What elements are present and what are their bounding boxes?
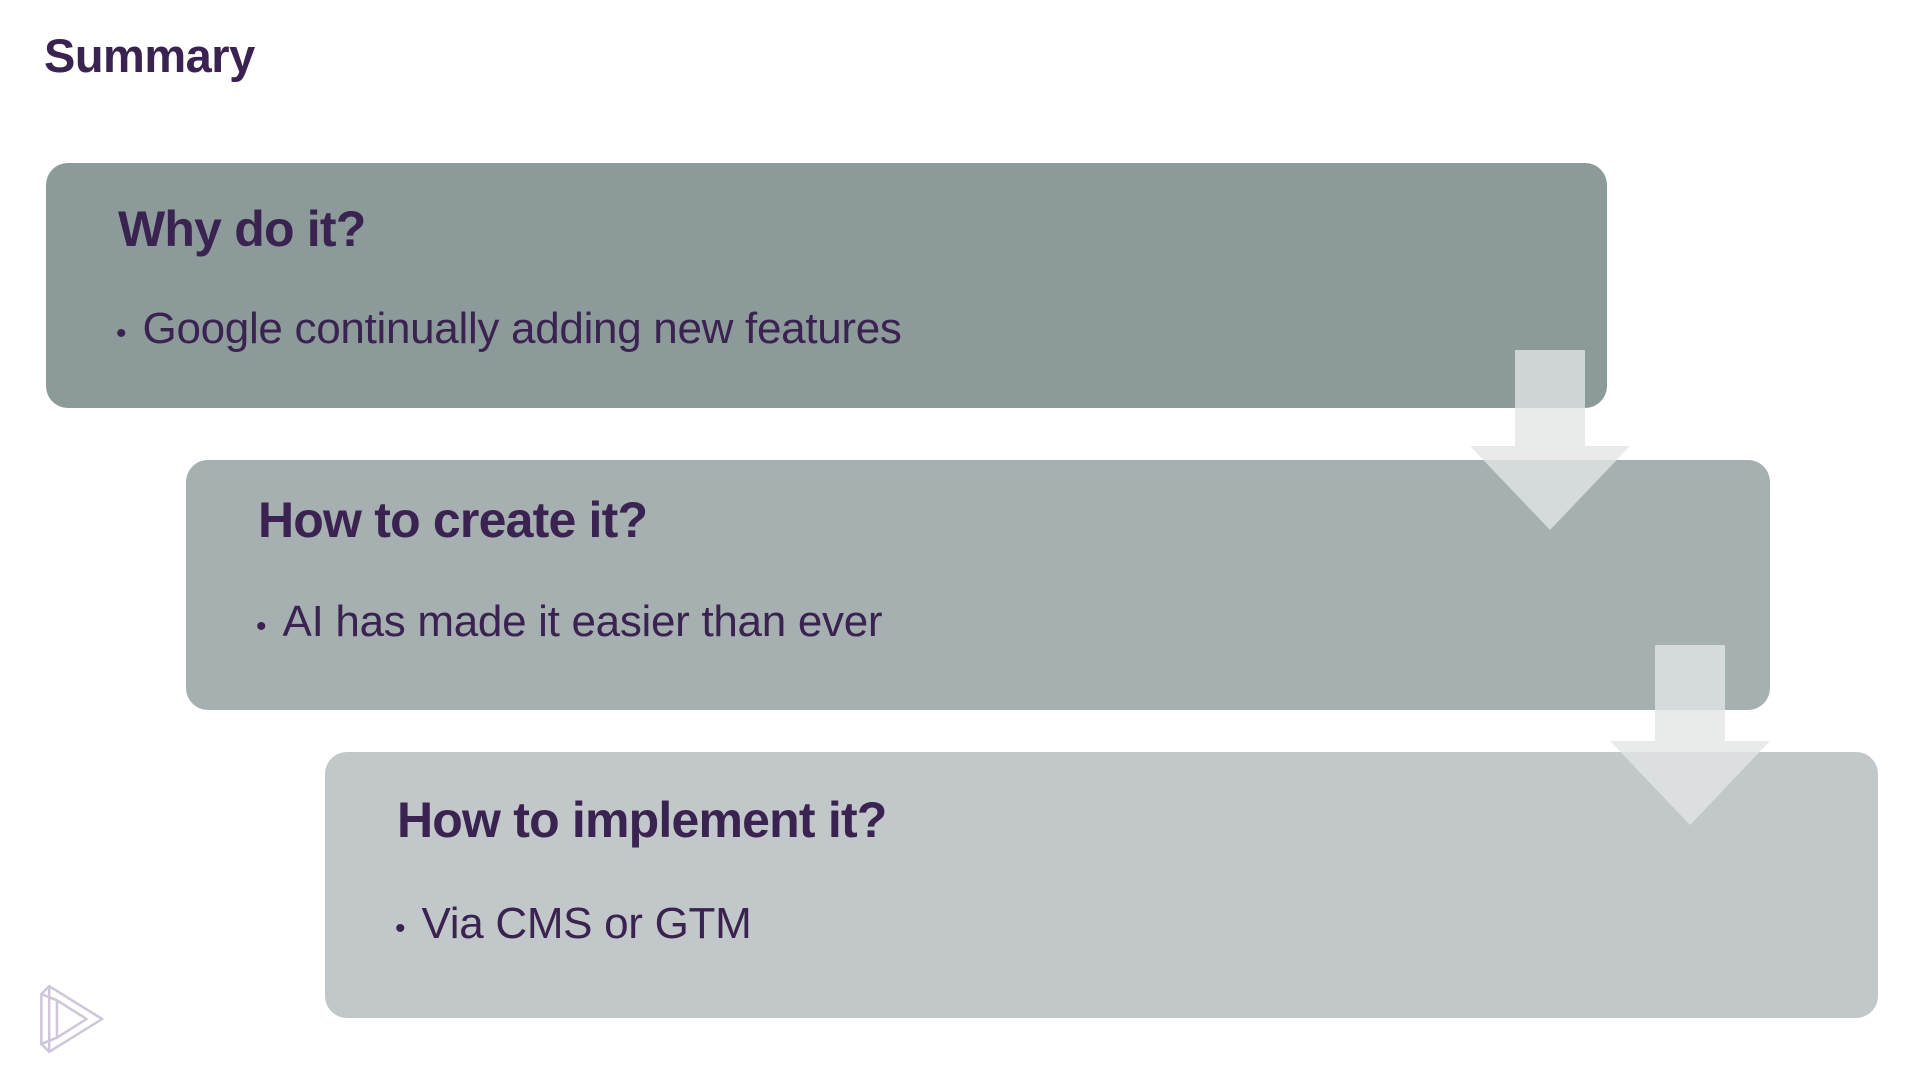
step-bullet-text: AI has made it easier than ever <box>282 597 883 646</box>
step-bullet-text: Via CMS or GTM <box>421 899 752 948</box>
bullet-marker-icon: • <box>256 610 267 643</box>
step-box-why[interactable]: Why do it? • Google continually adding n… <box>46 163 1607 408</box>
step-heading: How to implement it? <box>397 792 887 848</box>
step-bullet-row: • Via CMS or GTM <box>395 899 752 948</box>
step-box-create[interactable]: How to create it? • AI has made it easie… <box>186 460 1770 710</box>
bullet-marker-icon: • <box>116 317 127 350</box>
step-bullet-row: • Google continually adding new features <box>116 304 902 353</box>
penrose-play-logo-icon <box>30 980 112 1058</box>
page-title: Summary <box>44 29 255 82</box>
step-bullet-text: Google continually adding new features <box>142 304 902 353</box>
step-heading: How to create it? <box>258 492 648 548</box>
step-heading: Why do it? <box>118 201 366 257</box>
bullet-marker-icon: • <box>395 912 406 945</box>
arrow-down-icon <box>1610 645 1770 825</box>
step-bullet-row: • AI has made it easier than ever <box>256 597 883 646</box>
step-box-implement[interactable]: How to implement it? • Via CMS or GTM <box>325 752 1878 1018</box>
arrow-down-icon <box>1470 350 1630 530</box>
